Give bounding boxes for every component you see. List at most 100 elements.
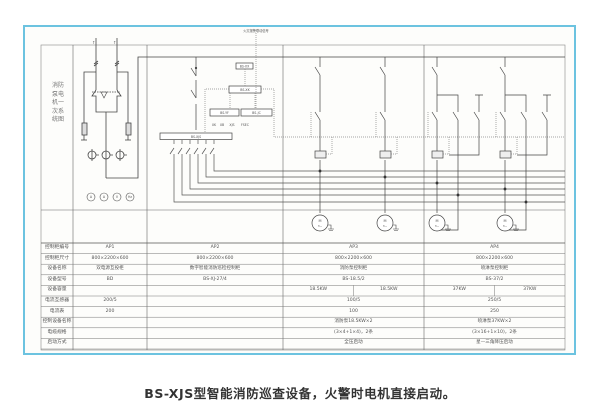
- meter-4-label: Hz: [128, 195, 132, 199]
- row-label: 启动方式: [47, 340, 67, 346]
- svg-text:↑: ↑: [92, 40, 95, 45]
- svg-text:↑: ↑: [113, 40, 116, 45]
- table-cell: 喷淋泵控制柜: [480, 266, 509, 272]
- terminal-label-2: XB: [220, 123, 224, 127]
- motor-symbol: M3~: [496, 214, 519, 232]
- row-label: 控制柜尺寸: [45, 255, 69, 261]
- junction-dot: [456, 193, 460, 197]
- motor-label: M: [318, 219, 321, 223]
- module-mid-label: BS-XK: [240, 88, 250, 92]
- row-label: 设备型号: [47, 276, 67, 282]
- caption: BS-XJS型智能消防巡查设备，火警时电机直接启动。: [144, 386, 456, 401]
- table-cell: AP3: [349, 245, 358, 250]
- meter-3-label: V: [116, 195, 119, 199]
- motor-label: M: [435, 219, 438, 223]
- module-left: [209, 108, 240, 117]
- module-bus: [159, 132, 233, 140]
- table-cell: 双电源互投柜: [96, 266, 124, 272]
- module-top: [235, 62, 254, 70]
- table-cell: [147, 296, 283, 306]
- table-cell: AP2: [210, 245, 220, 250]
- junction-dot: [524, 200, 528, 204]
- inner-frame: [40, 44, 566, 351]
- module-top-label: BS-XX: [240, 65, 250, 69]
- motor-branches: [310, 57, 551, 231]
- junction-dot: [503, 187, 507, 191]
- table-cell: 200/5: [103, 298, 117, 303]
- table-cell: 100: [349, 308, 358, 314]
- table-cell: BS-XJ-27/4: [203, 276, 227, 282]
- table-cell: [73, 285, 147, 295]
- table-cell: BS-37/2: [485, 276, 504, 282]
- table-cell: 250/5: [487, 298, 502, 303]
- row-label: 设备名称: [47, 266, 67, 272]
- table-cell: 800×2200×600: [476, 255, 513, 261]
- table-grid: [41, 253, 565, 350]
- motor-branch: [310, 57, 333, 213]
- motor-label: M: [383, 219, 386, 223]
- table-cell: 37KW: [452, 287, 466, 293]
- junction-dot: [318, 169, 322, 173]
- motor-phase: 3~: [318, 224, 323, 228]
- table-cell: 全压启动: [344, 340, 363, 346]
- table-cell: 18.5KW: [309, 287, 328, 293]
- motor-branch: [427, 57, 483, 231]
- meter-1-label: A: [90, 195, 93, 199]
- side-title: 消防泵电机一次系统图: [52, 82, 65, 124]
- table-cell: BS-18.5/2: [342, 276, 365, 282]
- row-label: 控制设备名称: [42, 319, 72, 325]
- ground-icon: [513, 224, 519, 231]
- row-label: 电流表: [49, 308, 65, 314]
- table-cell: [147, 285, 283, 295]
- module-bus-label: BS-XJS: [191, 135, 201, 139]
- table-cell: 800×2200×600: [335, 255, 372, 261]
- fire-signal-label: 火灾报警联动信号: [243, 28, 269, 33]
- terminal-label-4: FSEC: [241, 123, 250, 127]
- row-label: 控制柜编号: [45, 245, 69, 250]
- table-cell: 消防泵控制柜: [339, 266, 368, 272]
- motor-label: M: [503, 219, 506, 223]
- motor-symbol: M3~: [311, 214, 334, 232]
- motor-symbol: M3~: [376, 214, 399, 232]
- table-cell: (3×4+1×4)，2条: [334, 329, 373, 335]
- table-cell: 37KW: [523, 287, 537, 293]
- table-cell: [147, 328, 283, 338]
- motor-branch: [375, 57, 398, 213]
- table-cell: [147, 307, 283, 317]
- table-cell: BD: [106, 276, 114, 282]
- ground-icon: [328, 224, 334, 231]
- contactor: [379, 150, 392, 159]
- ap1-schematic: ↑ ↑: [81, 38, 565, 179]
- meter-row: [86, 192, 135, 202]
- table-cell: 100/5: [346, 298, 361, 303]
- ap2-schematic: [159, 33, 565, 203]
- terminal-label-3: XJS: [229, 123, 234, 127]
- table-cell: 星—三角降压启动: [476, 340, 513, 346]
- drawing-border: [23, 25, 576, 355]
- table-cell: AP1: [105, 245, 115, 250]
- module-right-label: BS-JC: [252, 111, 261, 115]
- meter-3: [112, 192, 122, 202]
- table-cell: AP4: [490, 245, 499, 250]
- meter-2-label: A: [103, 195, 106, 199]
- motor-phase: 3~: [383, 224, 388, 228]
- contactor: [431, 150, 444, 159]
- meter-2: [99, 192, 109, 202]
- contactor: [314, 150, 327, 159]
- meter-4: [125, 192, 135, 202]
- terminal-label-1: XK: [212, 123, 217, 127]
- junction-dot: [383, 175, 387, 179]
- row-label: 电流互感器: [45, 298, 69, 303]
- module-right: [240, 108, 273, 117]
- table-cell: [73, 328, 147, 338]
- table-cell: 喷淋泵37KW×2: [477, 319, 512, 325]
- table-cell: [147, 338, 283, 348]
- table-cell: 800×2200×600: [196, 255, 234, 261]
- table-cell: [147, 317, 283, 327]
- contactor: [499, 150, 512, 159]
- motor-symbols: M3~M3~M3~M3~: [311, 214, 519, 232]
- table-cell: 18.5KW: [379, 287, 398, 293]
- row-label: 电缆规格: [47, 329, 67, 335]
- ground-icon: [445, 224, 451, 231]
